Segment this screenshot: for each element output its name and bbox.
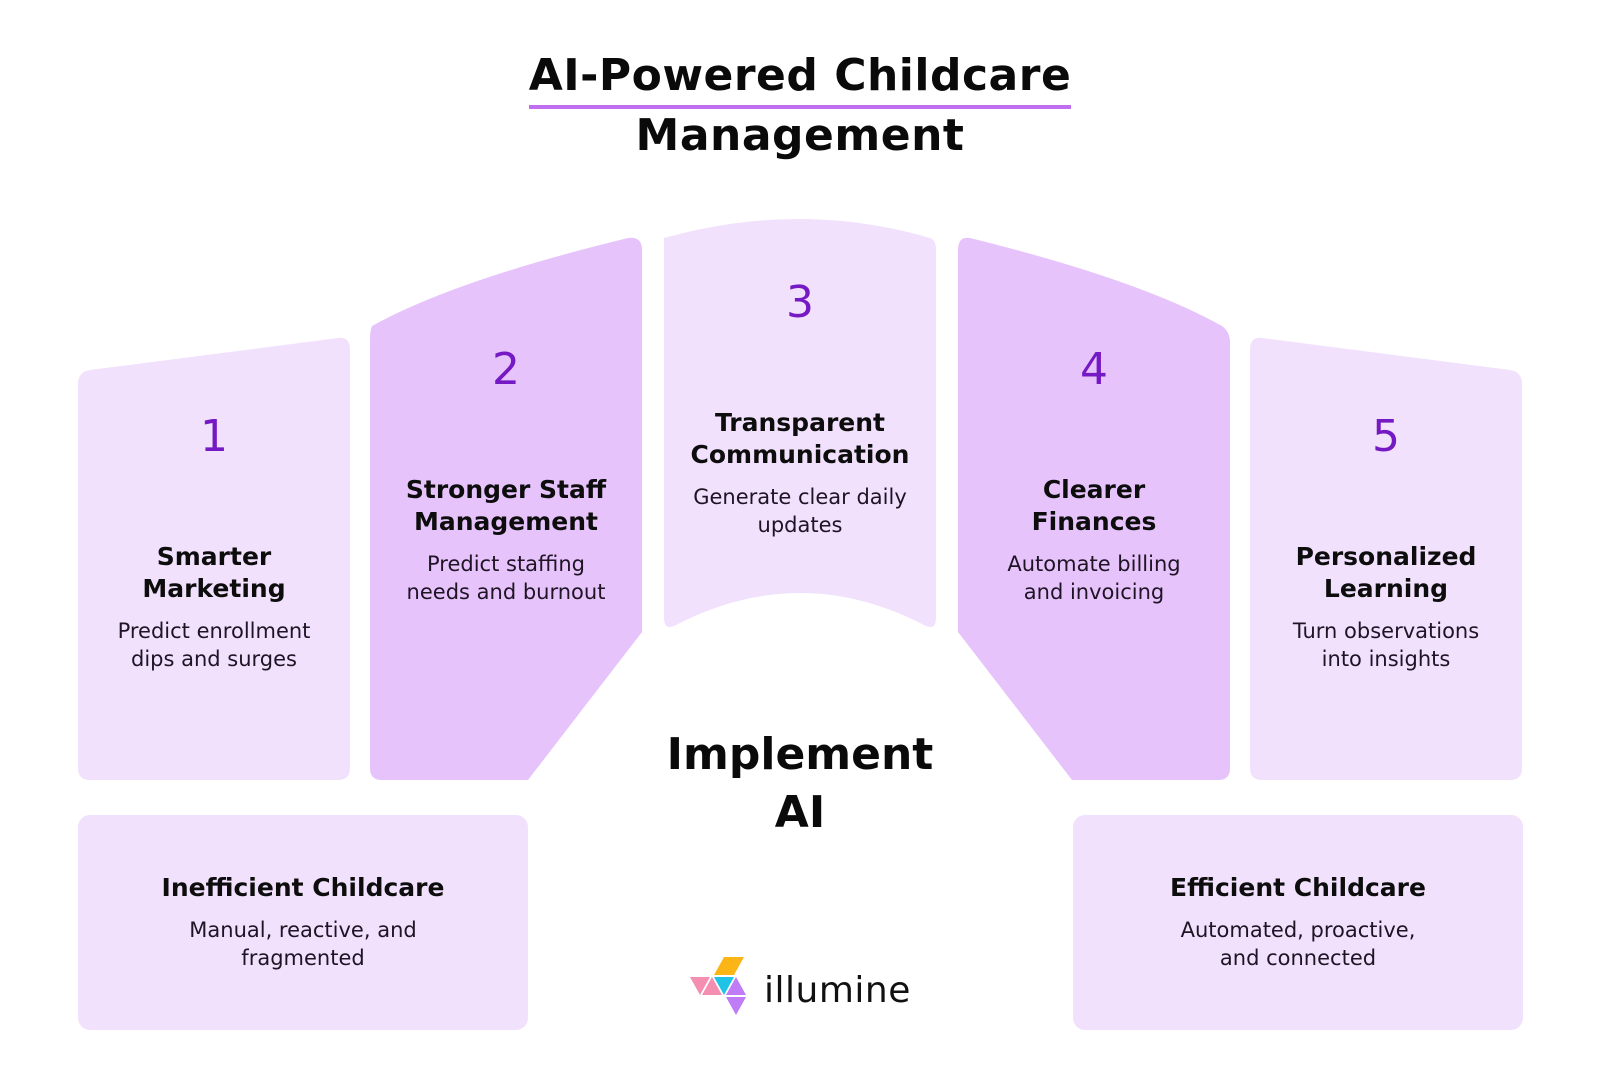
illumine-wordmark: illumine (764, 969, 911, 1011)
efficient-childcare-box: Efficient Childcare Automated, proactive… (1073, 872, 1523, 972)
efficient-childcare-title: Efficient Childcare (1170, 873, 1426, 902)
card-3-desc-line1: Generate clear daily (693, 485, 907, 509)
card-4-title-line2: Finances (1031, 507, 1157, 536)
card-4-description: Automate billing and invoicing (958, 550, 1230, 606)
card-4-title-line1: Clearer (1042, 475, 1146, 504)
card-1-shape (78, 337, 350, 780)
card-4: 4 Clearer Finances Automate billing and … (958, 348, 1230, 606)
card-3-shape (664, 219, 936, 627)
card-5-number: 5 (1372, 411, 1400, 462)
card-5-desc-line2: into insights (1321, 647, 1451, 671)
card-1-desc-line2: dips and surges (130, 647, 297, 671)
inefficient-childcare-description: Manual, reactive, and fragmented (78, 916, 528, 972)
efficient-desc-line1: Automated, proactive, (1180, 918, 1416, 942)
card-5-desc-line1: Turn observations (1292, 619, 1480, 643)
card-1-description: Predict enrollment dips and surges (78, 617, 350, 673)
efficient-desc-line2: and connected (1219, 946, 1377, 970)
illumine-logo: illumine (690, 955, 911, 1025)
implement-ai-line1: Implement (666, 729, 934, 780)
implement-ai-label: Implement AI (600, 726, 1000, 842)
card-3-title-line1: Transparent (715, 408, 885, 437)
card-2-shape (370, 237, 642, 780)
card-2-desc-line2: needs and burnout (406, 580, 606, 604)
card-4-shape (958, 237, 1230, 780)
card-2: 2 Stronger Staff Management Predict staf… (370, 348, 642, 606)
card-2-desc-line1: Predict staffing (427, 552, 585, 576)
card-2-description: Predict staffing needs and burnout (370, 550, 642, 606)
card-1-title-line1: Smarter (156, 542, 272, 571)
card-2-title: Stronger Staff Management (370, 474, 642, 538)
card-3-desc-line2: updates (757, 513, 843, 537)
inefficient-childcare-title: Inefficient Childcare (161, 873, 445, 902)
card-4-desc-line2: and invoicing (1023, 580, 1165, 604)
card-1-number: 1 (200, 411, 228, 462)
card-3-number: 3 (786, 277, 814, 328)
card-3: 3 Transparent Communication Generate cle… (664, 281, 936, 539)
card-5-title-line1: Personalized (1295, 542, 1477, 571)
card-1-title: Smarter Marketing (78, 541, 350, 605)
card-5-title: Personalized Learning (1250, 541, 1522, 605)
implement-ai-line2: AI (774, 787, 826, 838)
card-3-title-line2: Communication (690, 440, 910, 469)
card-3-title: Transparent Communication (664, 407, 936, 471)
card-2-number: 2 (492, 344, 520, 395)
card-5: 5 Personalized Learning Turn observation… (1250, 415, 1522, 673)
card-3-description: Generate clear daily updates (664, 483, 936, 539)
card-2-title-line2: Management (413, 507, 599, 536)
card-5-description: Turn observations into insights (1250, 617, 1522, 673)
card-5-shape (1250, 337, 1522, 780)
page-title-line2: Management (635, 110, 965, 161)
card-4-number: 4 (1080, 344, 1108, 395)
card-4-desc-line1: Automate billing (1007, 552, 1181, 576)
bottom-left-box-shape (78, 815, 528, 1030)
card-2-title-line1: Stronger Staff (405, 475, 607, 504)
card-1-desc-line1: Predict enrollment (117, 619, 311, 643)
card-5-title-line2: Learning (1323, 574, 1449, 603)
card-1-title-line2: Marketing (142, 574, 286, 603)
inefficient-desc-line1: Manual, reactive, and (189, 918, 417, 942)
inefficient-desc-line2: fragmented (241, 946, 365, 970)
illumine-triangles-icon (690, 957, 746, 1015)
bottom-right-box-shape (1073, 815, 1523, 1030)
page-title-line1: AI-Powered Childcare (0, 50, 1600, 109)
page-title-underlined: AI-Powered Childcare (528, 50, 1072, 109)
card-1: 1 Smarter Marketing Predict enrollment d… (78, 415, 350, 673)
card-4-title: Clearer Finances (958, 474, 1230, 538)
efficient-childcare-description: Automated, proactive, and connected (1073, 916, 1523, 972)
inefficient-childcare-box: Inefficient Childcare Manual, reactive, … (78, 872, 528, 972)
